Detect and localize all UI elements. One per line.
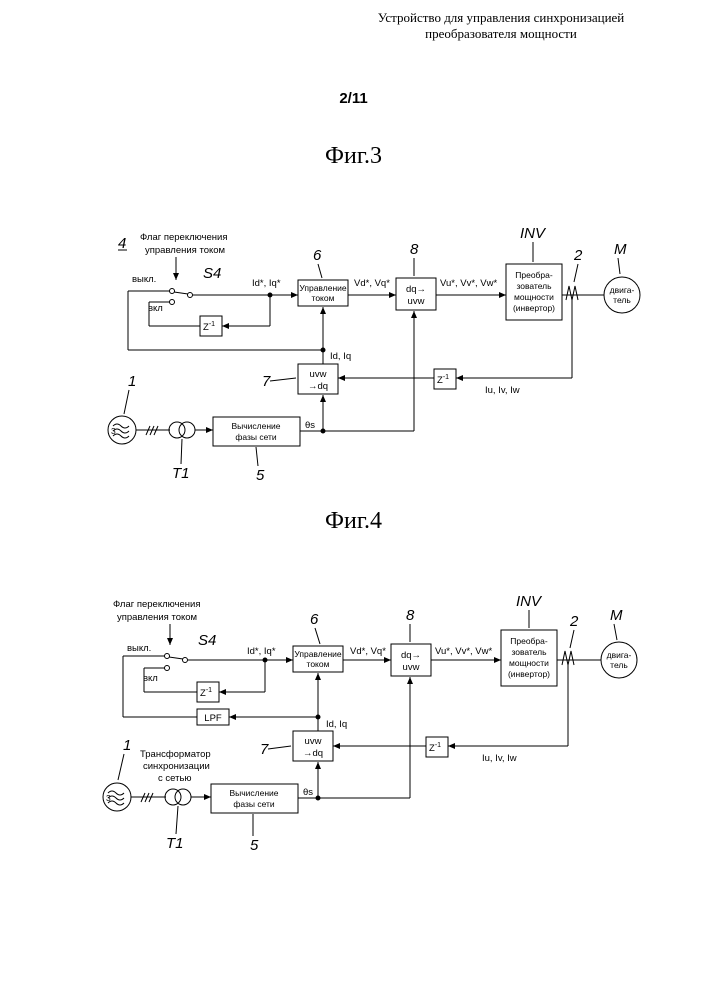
fig3-iuvw: Iu, Iv, Iw [485, 385, 520, 396]
fig4-motor-line1: двига- [607, 650, 632, 660]
fig3-inv-line1: Преобра- [515, 270, 553, 280]
fig3-inv-line4: (инвертор) [513, 303, 555, 313]
fig3-uvw-line1: uvw [310, 369, 327, 380]
fig4-inv-line2: зователь [511, 647, 547, 657]
fig4-m-label: M [610, 607, 623, 624]
fig4-diagram: Флаг переключения управления током S4 вы… [0, 590, 707, 860]
fig3-ref-7: 7 [262, 373, 271, 390]
fig3-ref-2: 2 [573, 247, 583, 264]
fig3-vdq-ref: Vd*, Vq* [354, 278, 390, 289]
fig4-dq-line1: dq→ [401, 650, 421, 661]
fig4-theta: θs [303, 787, 313, 798]
fig3-dq-line2: uvw [408, 296, 425, 307]
document-header: Устройство для управления синхронизацией… [341, 10, 661, 42]
fig4-ref-7: 7 [260, 741, 269, 758]
fig4-uvw-line1: uvw [305, 736, 322, 747]
fig3-inv-label: INV [520, 225, 547, 242]
fig3-phase-line2: фазы сети [235, 432, 277, 442]
fig4-ref-1: 1 [123, 737, 131, 754]
fig4-idq-fb: Id, Iq [326, 719, 347, 730]
fig4-off-label: выкл. [127, 643, 151, 654]
fig3-ref-1: 1 [128, 373, 136, 390]
header-line-1: Устройство для управления синхронизацией [341, 10, 661, 26]
header-line-2: преобразователя мощности [341, 26, 661, 42]
fig4-inv-line3: мощности [509, 658, 549, 668]
fig4-inv-line4: (инвертор) [508, 669, 550, 679]
fig3-phase-count: 3 [111, 426, 116, 436]
fig4-switch-label: S4 [198, 632, 216, 649]
fig4-ref-6: 6 [310, 611, 319, 628]
fig4-on-label: вкл [143, 673, 158, 684]
fig4-flag-line2: управления током [117, 612, 197, 623]
fig4-tr-line1: Трансформатор [140, 749, 211, 760]
fig3-ref-5: 5 [256, 467, 265, 484]
fig4-dq-line2: uvw [403, 662, 420, 673]
fig4-phase-line2: фазы сети [233, 799, 275, 809]
fig4-zinv-bottom: Z-1 [429, 742, 441, 754]
fig3-flag-line1: Флаг переключения [140, 232, 228, 243]
fig4-ref-2: 2 [569, 613, 579, 630]
fig4-vdq-ref: Vd*, Vq* [350, 646, 386, 657]
fig4-tr-line2: синхронизации [143, 761, 210, 772]
fig3-motor-line2: тель [613, 295, 631, 305]
fig4-ref-5: 5 [250, 837, 259, 854]
fig3-zinv-bottom: Z-1 [437, 374, 449, 386]
fig4-cc-line2: током [307, 659, 330, 669]
fig3-phase-line1: Вычисление [231, 421, 280, 431]
fig4-zinv-top: Z-1 [200, 687, 212, 699]
fig3-idq-fb: Id, Iq [330, 351, 351, 362]
page-number: 2/11 [0, 90, 707, 107]
fig4-tr-line3: с сетью [158, 773, 192, 784]
fig3-inv-line2: зователь [516, 281, 552, 291]
fig4-inv-label: INV [516, 593, 543, 610]
fig4-vuvw-ref: Vu*, Vv*, Vw* [435, 646, 493, 657]
fig3-idq-ref: Id*, Iq* [252, 278, 281, 289]
fig4-title: Фиг.4 [0, 508, 707, 535]
fig4-uvw-line2: →dq [303, 748, 323, 759]
fig3-ref-8: 8 [410, 241, 419, 258]
fig4-iuvw: Iu, Iv, Iw [482, 753, 517, 764]
fig4-idq-ref: Id*, Iq* [247, 646, 276, 657]
fig4-phase-count: 3 [106, 793, 111, 803]
fig3-t1-label: T1 [172, 465, 190, 482]
fig3-cc-line1: Управление [299, 283, 347, 293]
fig3-ref-4: 4 [118, 235, 126, 252]
fig3-theta: θs [305, 420, 315, 431]
fig4-ref-8: 8 [406, 607, 415, 624]
fig4-lpf: LPF [204, 713, 222, 724]
fig4-t1-label: T1 [166, 835, 184, 852]
fig3-motor-line1: двига- [610, 285, 635, 295]
fig3-on-label: вкл [148, 303, 163, 314]
fig3-inv-line3: мощности [514, 292, 554, 302]
fig3-uvw-line2: →dq [308, 381, 328, 392]
fig4-phase-line1: Вычисление [229, 788, 278, 798]
fig4-motor-line2: тель [610, 660, 628, 670]
fig3-m-label: M [614, 241, 627, 258]
fig3-dq-line1: dq→ [406, 284, 426, 295]
fig3-title: Фиг.3 [0, 143, 707, 170]
fig3-vuvw-ref: Vu*, Vv*, Vw* [440, 278, 498, 289]
fig4-cc-line1: Управление [294, 649, 342, 659]
fig3-flag-line2: управления током [145, 245, 225, 256]
fig3-ref-6: 6 [313, 247, 322, 264]
fig3-zinv-top: Z-1 [203, 321, 215, 333]
fig4-flag-line1: Флаг переключения [113, 599, 201, 610]
fig3-switch-label: S4 [203, 265, 221, 282]
fig3-cc-line2: током [312, 293, 335, 303]
fig3-diagram: 4 Флаг переключения управления током S4 … [0, 220, 707, 490]
fig3-off-label: выкл. [132, 274, 156, 285]
fig4-inv-line1: Преобра- [510, 636, 548, 646]
